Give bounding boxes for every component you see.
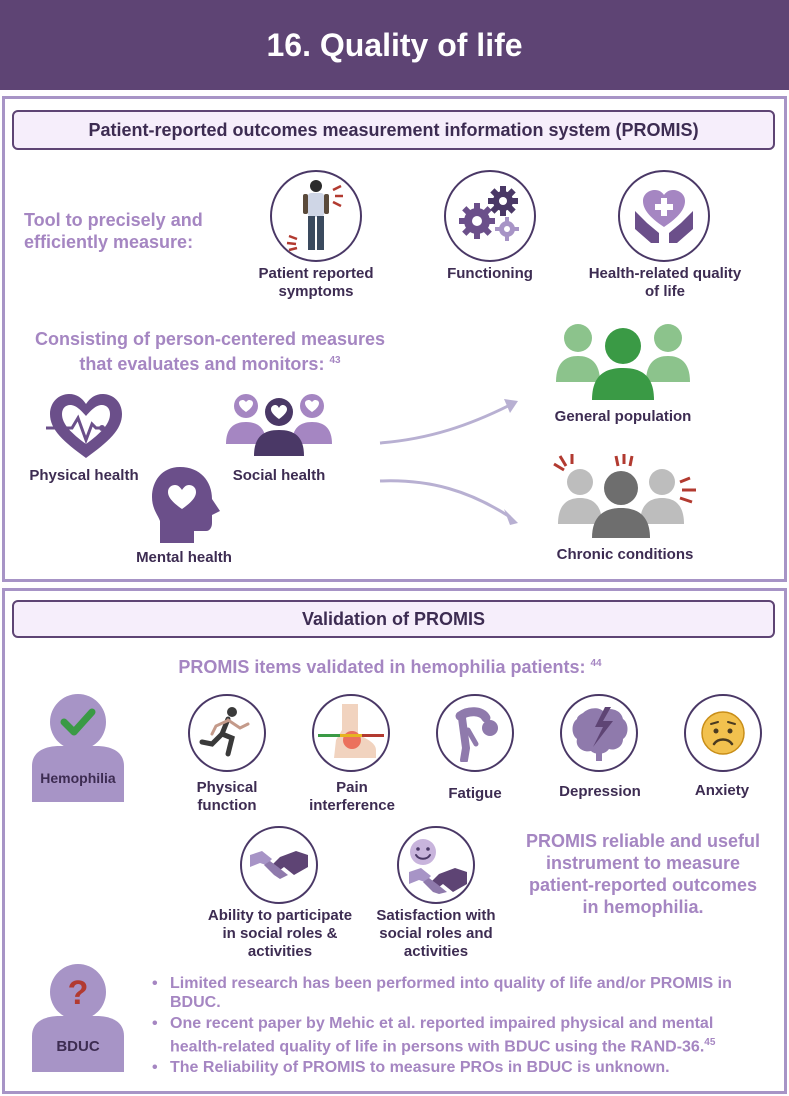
item-depression: Depression bbox=[559, 783, 641, 800]
validated-ref: 44 bbox=[590, 658, 602, 669]
general-population-icon bbox=[554, 320, 692, 405]
brain-icon bbox=[560, 694, 638, 772]
ankle-pain-icon bbox=[312, 694, 390, 772]
list-item: The Reliability of PROMIS to measure PRO… bbox=[150, 1058, 770, 1077]
handshake-icon bbox=[240, 826, 318, 904]
bduc-person-icon: ? bbox=[30, 962, 126, 1079]
person-icon bbox=[270, 170, 362, 262]
bduc-bullet-list: Limited research has been performed into… bbox=[150, 974, 770, 1079]
social-group-icon bbox=[224, 392, 334, 461]
consisting-text: Consisting of person-centered measures t… bbox=[34, 329, 386, 374]
head-heart-icon bbox=[150, 465, 222, 550]
domain-social: Social health bbox=[232, 467, 326, 484]
bullet-ref: 45 bbox=[704, 1037, 716, 1048]
gears-icon bbox=[444, 170, 536, 262]
reliable-statement: PROMIS reliable and useful instrument to… bbox=[525, 831, 761, 917]
validated-text: PROMIS items validated in hemophilia pat… bbox=[178, 657, 602, 677]
item-anxiety: Anxiety bbox=[694, 782, 750, 799]
runner-icon bbox=[188, 694, 266, 772]
item-fatigue: Fatigue bbox=[448, 785, 502, 802]
hands-heart-icon bbox=[618, 170, 710, 262]
domain-physical: Physical health bbox=[29, 467, 139, 484]
population-general: General population bbox=[554, 408, 692, 425]
bduc-label: BDUC bbox=[56, 1038, 100, 1055]
happy-handshake-icon bbox=[397, 826, 475, 904]
fatigue-icon bbox=[436, 694, 514, 772]
list-item: One recent paper by Mehic et al. reporte… bbox=[150, 1014, 770, 1056]
validation-title-pill: Validation of PROMIS bbox=[12, 600, 775, 638]
promis-title-pill: Patient-reported outcomes measurement in… bbox=[12, 110, 775, 150]
consisting-ref: 43 bbox=[329, 355, 341, 366]
list-item: Limited research has been performed into… bbox=[150, 974, 770, 1012]
worried-face-icon bbox=[684, 694, 762, 772]
hemophilia-label: Hemophilia bbox=[40, 770, 116, 786]
chronic-conditions-icon bbox=[552, 452, 702, 543]
heart-pulse-icon bbox=[46, 390, 126, 467]
svg-text:?: ? bbox=[68, 974, 89, 1012]
population-chronic: Chronic conditions bbox=[556, 546, 694, 563]
header-banner: 16. Quality of life bbox=[0, 0, 789, 90]
validation-title: Validation of PROMIS bbox=[301, 608, 485, 629]
tool-text: Tool to precisely and efficiently measur… bbox=[24, 210, 203, 252]
promis-title: Patient-reported outcomes measurement in… bbox=[88, 119, 699, 140]
measure-label-functioning: Functioning bbox=[447, 265, 533, 282]
population-arrows bbox=[379, 399, 518, 525]
page-title: 16. Quality of life bbox=[266, 26, 523, 63]
hemophilia-person-icon bbox=[30, 692, 126, 809]
domain-mental: Mental health bbox=[136, 549, 232, 566]
